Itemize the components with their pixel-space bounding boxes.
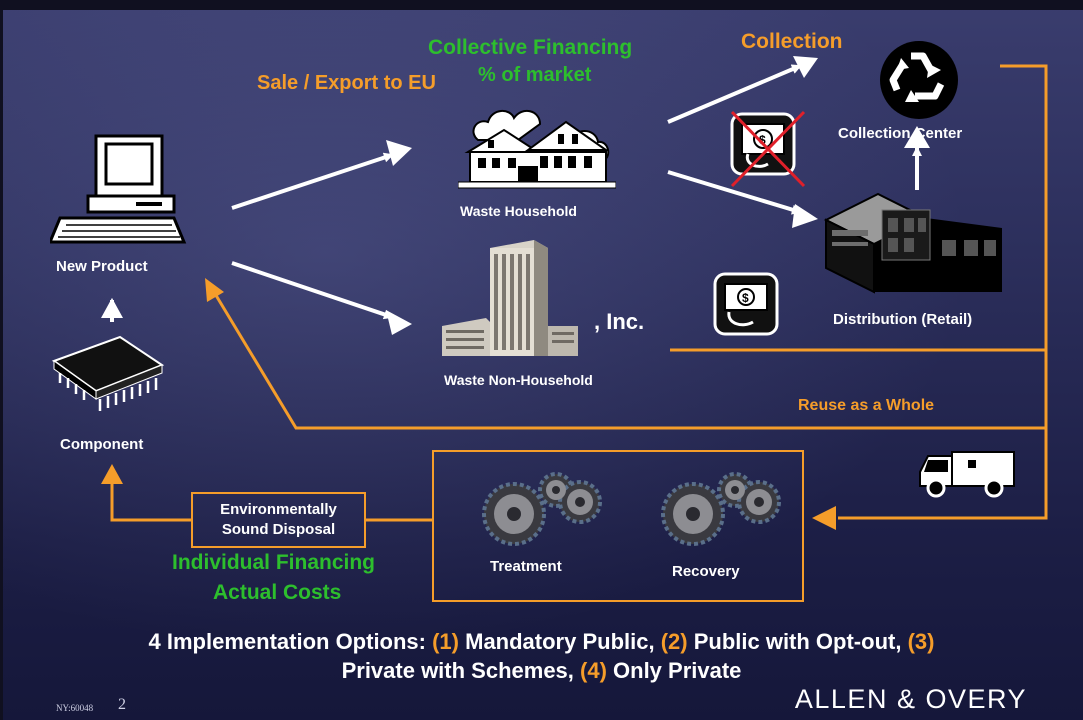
waste-non-household-label: Waste Non-Household	[444, 372, 593, 388]
new-product-label: New Product	[56, 258, 148, 275]
collection-label: Collection	[741, 30, 843, 53]
component-label: Component	[60, 436, 144, 453]
frame-top	[0, 0, 1083, 10]
option-3-number: (3)	[907, 629, 935, 654]
option-1-number: (1)	[432, 629, 459, 654]
house-icon	[458, 109, 616, 189]
collective-financing-line2: % of market	[478, 64, 592, 86]
truck-icon	[919, 451, 1015, 498]
arrow-household-to-distribution	[667, 170, 802, 215]
orange-arrowheads	[101, 278, 836, 530]
line-reuse	[212, 291, 1046, 430]
arrow-household-to-collection	[667, 64, 802, 124]
sale-export-label: Sale / Export to EU	[257, 72, 436, 94]
white-arrowheads	[101, 56, 930, 335]
recycle-icon	[880, 41, 958, 119]
option-3-text: Private with Schemes,	[341, 658, 581, 683]
individual-financing-line2: Actual Costs	[213, 581, 342, 604]
office-building-icon	[442, 240, 578, 356]
option-4-number: (4)	[580, 658, 607, 683]
treatment-label: Treatment	[490, 558, 562, 575]
disposal-line2: Sound Disposal	[221, 521, 336, 538]
reuse-label: Reuse as a Whole	[798, 397, 935, 414]
option-2-text: Public with Opt-out,	[687, 629, 908, 654]
arrow-product-to-household	[231, 152, 394, 210]
computer-icon	[50, 134, 187, 244]
orange-lines	[110, 64, 1048, 522]
money-hand-icon: $	[713, 272, 779, 336]
collection-center-label: Collection Center	[838, 125, 963, 142]
gears-icon	[661, 472, 781, 546]
individual-financing-line1: Individual Financing	[172, 551, 376, 574]
options-prefix: 4 Implementation Options:	[148, 629, 433, 654]
line-collection-loop	[838, 64, 1048, 520]
store-icon	[823, 192, 1002, 294]
disposal-box: Environmentally Sound Disposal	[191, 492, 366, 548]
treatment-recovery-box	[432, 450, 804, 602]
options-line2: Private with Schemes, (4) Only Private	[0, 658, 1083, 684]
brand-logo: ALLEN & OVERY	[794, 684, 1027, 714]
option-1-text: Mandatory Public,	[459, 629, 661, 654]
white-arrows	[107, 64, 922, 322]
page-number: 2	[118, 696, 126, 713]
option-4-text: Only Private	[606, 658, 742, 683]
footer-reference: NY:60048	[56, 703, 94, 713]
line-disposal-left	[110, 480, 191, 522]
svg-text:$: $	[759, 133, 766, 147]
option-2-number: (2)	[660, 629, 688, 654]
inc-label: , Inc.	[594, 309, 645, 334]
recovery-label: Recovery	[672, 563, 740, 580]
waste-household-label: Waste Household	[460, 203, 577, 219]
distribution-label: Distribution (Retail)	[833, 311, 973, 328]
arrow-product-to-nonhousehold	[231, 261, 394, 320]
svg-text:$: $	[742, 291, 749, 305]
frame-left	[0, 0, 3, 720]
chip-icon	[51, 335, 165, 411]
no-money-icon: $	[730, 110, 806, 188]
disposal-line1: Environmentally	[220, 501, 337, 518]
gears-icon	[482, 472, 602, 546]
options-line1: 4 Implementation Options: (1) Mandatory …	[0, 629, 1083, 655]
collective-financing-line1: Collective Financing	[428, 36, 633, 59]
